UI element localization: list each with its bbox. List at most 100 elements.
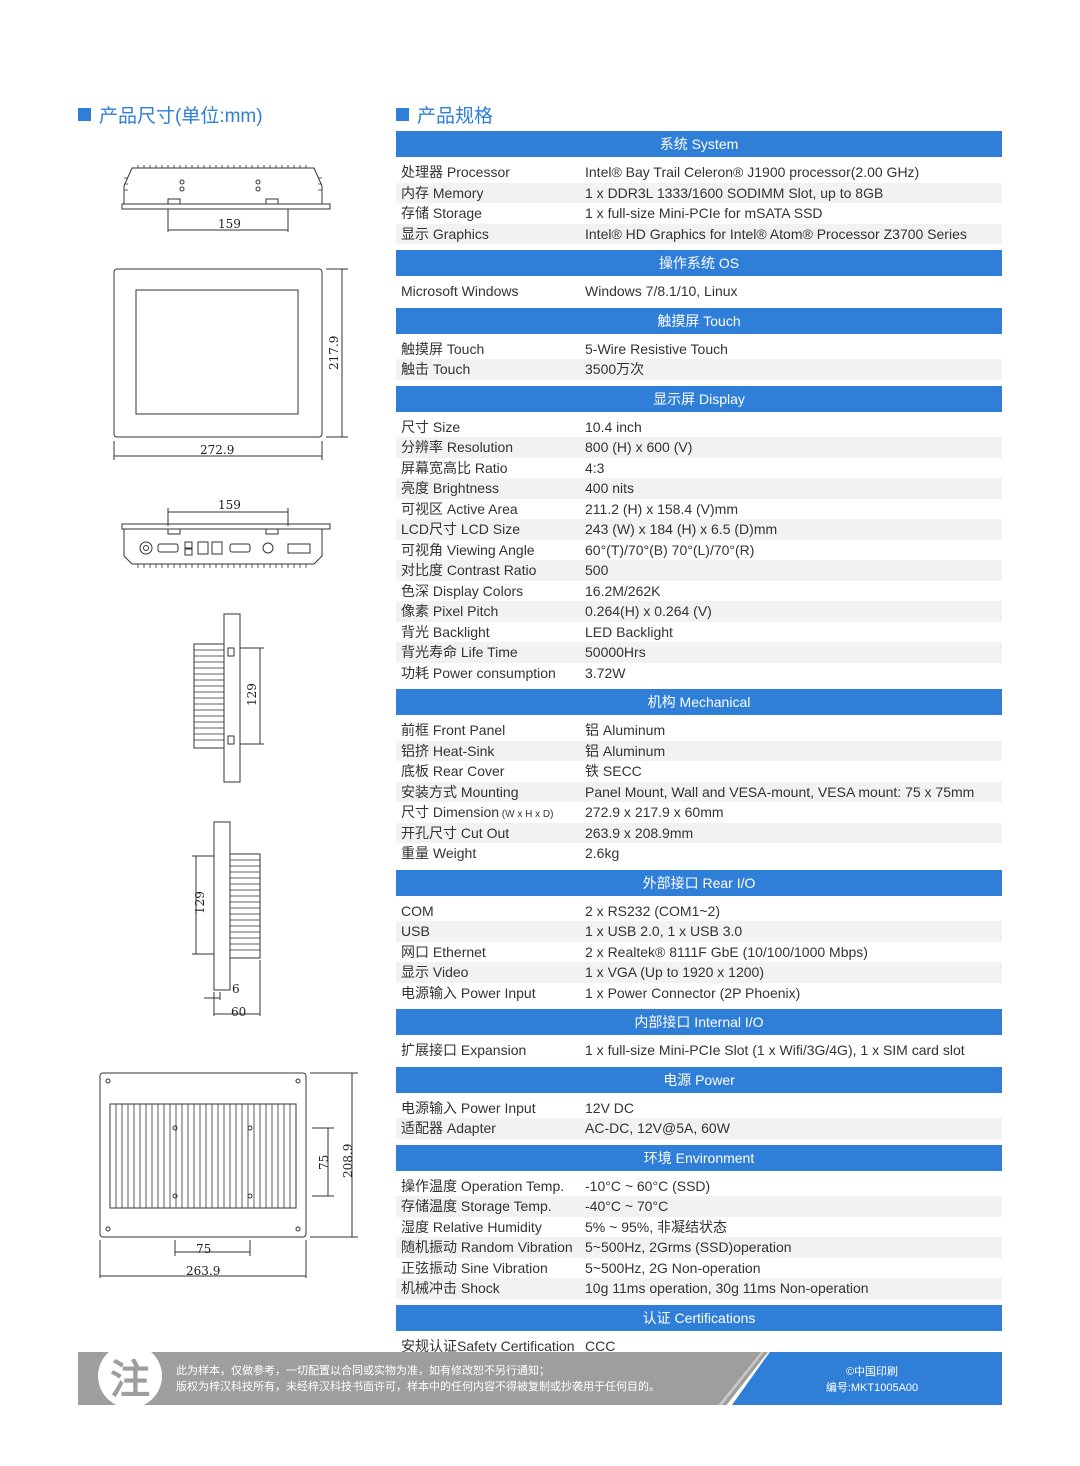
spec-value: 272.9 x 217.9 x 60mm [585, 804, 724, 821]
spec-value: 1 x USB 2.0, 1 x USB 3.0 [585, 923, 743, 940]
spec-value: 2 x Realtek® 8111F GbE (10/100/1000 Mbps… [585, 943, 868, 960]
spec-row: 网口 Ethernet 2 x Realtek® 8111F GbE (10/10… [396, 942, 1002, 963]
spec-value: 211.2 (H) x 158.4 (V)mm [585, 500, 739, 517]
spec-key-text: 网口 Ethernet [401, 943, 486, 960]
dim-side2-depth-a: 6 [232, 982, 240, 996]
spec-category-header: 电源 Power [396, 1066, 1002, 1093]
spec-key-text: 处理器 Processor [401, 164, 510, 181]
spec-value: 铝 Aluminum [585, 722, 666, 739]
spec-key-text: 电源输入 Power Input [401, 1099, 536, 1116]
spec-key-text: 机械冲击 Shock [401, 1280, 500, 1297]
spec-row: 分辨率 Resolution 800 (H) x 600 (V) [396, 437, 1002, 458]
side-view-drawing: 129 [188, 612, 278, 787]
footer-code: 编号:MKT1005A00 [825, 1382, 919, 1394]
footer-notes: 此为样本，仅做参考，一切配置以合同或实物为准，如有修改恕不另行通知； 版权为梓汉… [176, 1363, 660, 1395]
dim-bottom-width: 159 [218, 498, 241, 512]
spec-key: 电源输入 Power Input [396, 983, 580, 1003]
spec-value: 铝 Aluminum [585, 742, 666, 759]
spec-value: 5-Wire Resistive Touch [585, 340, 728, 357]
spec-category-header: 认证 Certifications [396, 1304, 1002, 1331]
spec-rows: 安规认证Safety Certification CCC [396, 1331, 1002, 1363]
spec-key-text: 随机振动 Random Vibration [401, 1239, 573, 1256]
specs-title-text: 产品规格 [417, 106, 494, 127]
spec-key: 开孔尺寸 Cut Out [396, 823, 580, 843]
spec-value: 1 x Power Connector (2P Phoenix) [585, 984, 801, 1001]
note-mark-circle [98, 1344, 162, 1408]
spec-rows: 扩展接口 Expansion 1 x full-size Mini-PCIe Sl… [396, 1035, 1002, 1067]
spec-row: 存储温度 Storage Temp.-40°C ~ 70°C [396, 1196, 1002, 1217]
spec-row: 操作温度 Operation Temp.-10°C ~ 60°C (SSD) [396, 1176, 1002, 1197]
spec-key-text: LCD尺寸 LCD Size [401, 521, 521, 538]
footer-print: ©中国印刷 [845, 1366, 899, 1378]
spec-row: 尺寸 Dimension (W x H x D)272.9 x 217.9 x … [396, 802, 1002, 823]
spec-row: 重量 Weight 2.6kg [396, 843, 1002, 864]
dimensions-title-text: 产品尺寸(单位:mm) [99, 106, 263, 127]
spec-key: 铝挤 Heat-Sink [396, 741, 580, 761]
spec-key-text: 扩展接口 Expansion [401, 1042, 527, 1059]
spec-key: 对比度 Contrast Ratio [396, 560, 580, 580]
spec-key-text: 像素 Pixel Pitch [401, 603, 499, 620]
spec-value: 243 (W) x 184 (H) x 6.5 (D)mm [585, 521, 778, 538]
spec-key-text: 分辨率 Resolution [401, 439, 514, 456]
spec-value: 60°(T)/70°(B) 70°(L)/70°(R) [585, 541, 755, 558]
spec-row: 像素 Pixel Pitch 0.264(H) x 0.264 (V) [396, 601, 1002, 622]
spec-key: 底板 Rear Cover [396, 761, 580, 781]
spec-key-text: 对比度 Contrast Ratio [401, 562, 537, 579]
spec-key-text: 适配器 Adapter [401, 1120, 496, 1137]
spec-row: 处理器 Processor Intel® Bay Trail Celeron® J… [396, 162, 1002, 183]
spec-value: Panel Mount, Wall and VESA-mount, VESA m… [585, 783, 975, 800]
spec-value: 2.6kg [585, 845, 620, 862]
spec-row: LCD尺寸 LCD Size 243 (W) x 184 (H) x 6.5 (D… [396, 519, 1002, 540]
spec-key: LCD尺寸 LCD Size [396, 519, 580, 539]
spec-key: 操作温度 Operation Temp. [396, 1176, 580, 1196]
spec-value: 1 x full-size Mini-PCIe for mSATA SSD [585, 205, 823, 222]
note-mark: 注 [110, 1357, 150, 1403]
spec-key: 存储温度 Storage Temp. [396, 1196, 580, 1216]
spec-key: 前框 Front Panel [396, 720, 580, 740]
spec-value: Intel® Bay Trail Celeron® J1900 processo… [585, 164, 920, 181]
spec-key-text: 前框 Front Panel [401, 722, 506, 739]
spec-key-text: 触击 Touch [401, 361, 471, 378]
spec-key-text: 可视角 Viewing Angle [401, 541, 535, 558]
spec-value: 5~500Hz, 2Grms (SSD)operation [585, 1239, 792, 1256]
specs-title: 产品规格 [396, 101, 493, 128]
footer-right: ©中国印刷 编号:MKT1005A00 [802, 1364, 942, 1396]
spec-value: 10g 11ms operation, 30g 11ms Non-operati… [585, 1280, 869, 1297]
spec-key: 电源输入 Power Input [396, 1098, 580, 1118]
dim-top-width: 159 [218, 217, 241, 231]
footer-banner: 注 此为样本，仅做参考，一切配置以合同或实物为准，如有修改恕不另行通知； 版权为… [78, 1344, 1002, 1408]
spec-key-text: 重量 Weight [401, 845, 477, 862]
spec-value: 1 x full-size Mini-PCIe Slot (1 x Wifi/3… [585, 1042, 965, 1059]
spec-key-text: 湿度 Relative Humidity [401, 1218, 542, 1235]
spec-category-header: 环境 Environment [396, 1144, 1002, 1171]
spec-key: 像素 Pixel Pitch [396, 601, 580, 621]
spec-key: 显示 Graphics [396, 224, 580, 244]
spec-key: 安规认证Safety Certification [396, 1336, 580, 1356]
spec-value: CCC [585, 1337, 616, 1354]
spec-key-text: 屏幕宽高比 Ratio [401, 459, 508, 476]
spec-key-text: USB [401, 923, 430, 940]
spec-key: 触击 Touch [396, 359, 580, 379]
spec-value: 0.264(H) x 0.264 (V) [585, 603, 712, 620]
spec-category-header: 触摸屏 Touch [396, 307, 1002, 334]
spec-key-text: 功耗 Power consumption [401, 664, 556, 681]
spec-key-text: 铝挤 Heat-Sink [401, 742, 495, 759]
spec-category-header: 内部接口 Internal I/O [396, 1009, 1002, 1035]
spec-value: 800 (H) x 600 (V) [585, 439, 693, 456]
spec-key: 色深 Display Colors [396, 581, 580, 601]
spec-key-text: 背光寿命 Life Time [401, 644, 518, 661]
footer-note-1: 此为样本，仅做参考，一切配置以合同或实物为准，如有修改恕不另行通知； [176, 1365, 550, 1377]
dim-side2-height: 129 [193, 891, 207, 914]
spec-category-header: 操作系统 OS [396, 250, 1002, 276]
dim-front-width: 272.9 [200, 443, 234, 457]
spec-row: 铝挤 Heat-Sink 铝 Aluminum [396, 740, 1002, 761]
